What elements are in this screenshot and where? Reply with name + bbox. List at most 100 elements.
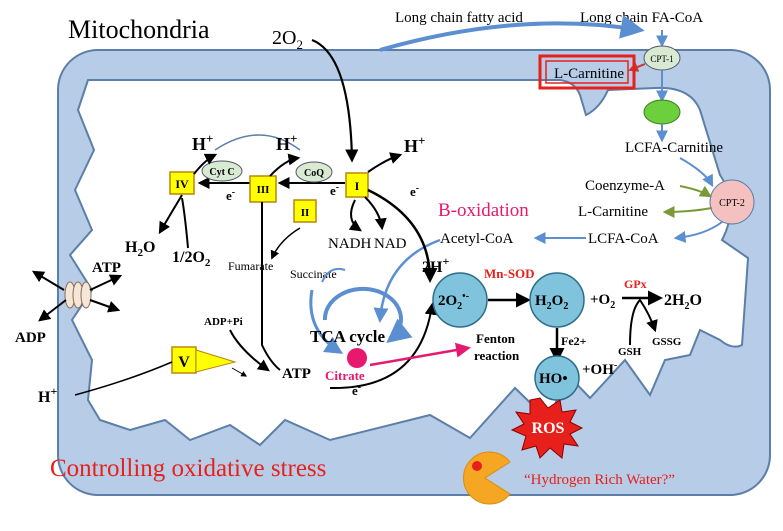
transporter-oval [643, 99, 681, 125]
water-formation-arrow [158, 194, 183, 235]
atp-out-arrow [89, 274, 123, 291]
atp-bottom-label: ATP [282, 366, 311, 382]
h-plus-arrow-i [367, 152, 403, 173]
fumarate-label: Fumarate [228, 259, 273, 273]
two-h2o-label: 2H2O [664, 292, 702, 312]
citrate-dot [347, 348, 367, 368]
oxygen-arrow [311, 38, 359, 163]
tca-cycle-arc-2 [309, 289, 344, 354]
acetyl-coa-to-tca-arrow [373, 238, 441, 323]
i-to-ros-arrow [367, 188, 438, 283]
complex-v-label: V [178, 354, 190, 371]
h-plus-label-iv: H+ [192, 131, 213, 154]
tca-cycle-arc [322, 286, 413, 344]
succinate-loop [321, 267, 346, 283]
two-h-plus-label: 2H+ [422, 254, 449, 276]
atp-in-arrow [89, 299, 121, 313]
cpt2-label: CPT-2 [719, 198, 745, 209]
superoxide-label: 2O2•- [438, 291, 469, 312]
complex-iv-label: IV [175, 177, 189, 191]
nadh-label: NADH [328, 236, 371, 252]
succinate-label: Succinate [290, 267, 337, 281]
oxygen-label: 2O2 [272, 27, 303, 52]
complex-ii-label: II [301, 207, 310, 219]
crista-fold [214, 134, 301, 151]
h2o2-label: H2O2 [535, 293, 568, 312]
acetyl-coa-label: Acetyl-CoA [440, 231, 513, 247]
hydroxyl-circle [534, 355, 580, 401]
e-minus-i: e- [410, 183, 419, 199]
plus-o2-label: +O2 [590, 292, 615, 311]
l-carnitine-box-inner [545, 60, 629, 84]
cyt-c-oval [201, 160, 243, 182]
fatty-acid-arrow [379, 15, 645, 52]
cyt-c-label: Cyt C [209, 167, 234, 178]
gssg-label: GSSG [652, 336, 682, 348]
coq-oval [295, 161, 333, 183]
gsh-label: GSH [618, 346, 642, 358]
lcfa-coa-arrow [673, 221, 723, 243]
mn-sod-label: Mn-SOD [484, 266, 535, 281]
h-plus-bottom-label: H+ [38, 384, 57, 406]
citrate-to-fenton-arrow [369, 342, 471, 367]
citrate-label: Citrate [325, 368, 365, 383]
adp-pi-arrow [229, 329, 270, 372]
atp-synthase-output [231, 367, 248, 377]
h2o-label: H2O [125, 239, 155, 259]
adp-label: ADP [15, 330, 46, 346]
coq-label: CoQ [304, 168, 324, 179]
half-o2-arrow [181, 197, 189, 249]
e-minus-bottom: e- [352, 382, 361, 398]
h-plus-arrow-iv [193, 153, 218, 175]
lcfa-coa-label: LCFA-CoA [588, 231, 659, 247]
fenton-label: Fenton [476, 331, 516, 346]
gsh-gssg-arrow [629, 298, 658, 346]
complex-iii [249, 175, 277, 203]
cpt1-label: CPT-1 [650, 54, 673, 64]
e-minus-iii: e- [330, 182, 339, 198]
atp-synthase-head [195, 349, 237, 373]
bottom-e-path [329, 302, 437, 390]
gpx-label: GPx [624, 277, 647, 291]
h-plus-label-iii: H+ [276, 131, 297, 154]
complex-iv [169, 171, 195, 195]
h-plus-influx-line [74, 361, 173, 396]
ros-burst [510, 397, 584, 459]
e-minus-iv: e- [226, 187, 235, 203]
tca-cycle-label: TCA cycle [310, 327, 386, 346]
nad-arrow [364, 196, 387, 231]
adp-out-arrow [31, 270, 65, 291]
coenzyme-a-label: Coenzyme-A [585, 178, 665, 194]
nadh-arrow [348, 199, 362, 232]
superoxide-circle [432, 272, 488, 328]
adp-pi-label: ADP+Pi [204, 316, 243, 328]
h-plus-arrow-iii [269, 153, 301, 177]
fatty-acid-label: Long chain fatty acid [395, 10, 523, 26]
cpt2-circle [709, 179, 755, 225]
nad-label: NAD [374, 236, 407, 252]
complex-i [345, 172, 369, 198]
hrw-label: “Hydrogen Rich Water?” [524, 472, 675, 488]
fe2-label: Fe2+ [561, 334, 587, 348]
adp-in-arrow [38, 299, 67, 322]
succinate-to-fumarate-arrow [270, 227, 301, 260]
reaction-label: reaction [474, 348, 520, 363]
h-plus-label-i: H+ [404, 133, 425, 156]
half-o2-label: 1/2O2 [172, 249, 211, 269]
l-carnitine-box-outer [538, 54, 636, 90]
hydroxyl-label: HO• [539, 371, 568, 387]
atp-translocator-label: ATP [92, 260, 121, 276]
translocator-right [80, 281, 92, 309]
complex-iii-label: III [257, 184, 270, 196]
b-oxidation-label: B-oxidation [438, 200, 529, 221]
complex-ii [293, 199, 317, 223]
oh-minus-label: +OH- [582, 360, 617, 378]
l-carnitine-out-arrow [662, 205, 713, 218]
l-carnitine-label: L-Carnitine [578, 204, 648, 220]
lcfa-carnitine-arrow [679, 157, 714, 188]
footer-title: Controlling oxidative stress [50, 455, 326, 482]
page-title: Mitochondria [68, 15, 210, 44]
coenzyme-a-arrow [679, 185, 713, 198]
